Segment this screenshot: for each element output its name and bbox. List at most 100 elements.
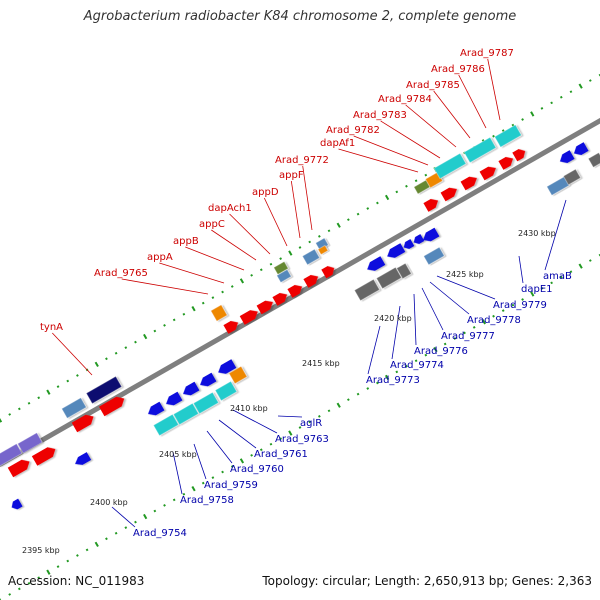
- reverse-gene-arrow: [573, 142, 589, 156]
- gene-block: [463, 136, 497, 164]
- tick-dot: [172, 318, 176, 322]
- leader-line: [111, 506, 136, 528]
- forward-gene-arrow: [423, 198, 439, 212]
- tick-label: 2405 kbp: [159, 450, 197, 459]
- tick-dot: [211, 476, 215, 479]
- forward-gene-arrow: [7, 459, 30, 478]
- tick-dot: [76, 554, 79, 557]
- gene-label-forward: Arad_9765: [94, 268, 148, 279]
- forward-gene-arrow: [303, 274, 319, 288]
- forward-gene-arrow: [71, 414, 94, 433]
- leader-line: [421, 287, 444, 331]
- tick-dot: [259, 268, 263, 272]
- tick-dot: [46, 389, 51, 395]
- gene-block: [396, 262, 412, 280]
- tick-dot: [221, 290, 224, 294]
- tick-dot: [540, 287, 544, 290]
- tick-label: 2395 kbp: [22, 546, 60, 555]
- tick-dot: [191, 306, 196, 312]
- reverse-gene-arrow: [367, 256, 386, 271]
- tick-dot: [414, 179, 418, 183]
- tick-dot: [347, 218, 350, 222]
- tick-dot: [288, 250, 293, 256]
- gene-label-forward: appC: [199, 219, 225, 230]
- leader-line: [218, 419, 257, 449]
- tick-dot: [384, 194, 390, 201]
- tick-dot: [124, 346, 128, 350]
- leader-line: [172, 451, 183, 495]
- tick-dot: [230, 285, 234, 288]
- gene-block: [587, 152, 600, 168]
- tick-label: 2420 kbp: [374, 314, 412, 323]
- tick-dot: [550, 101, 553, 105]
- tick-dot: [395, 370, 399, 374]
- reverse-gene-arrow: [166, 391, 183, 406]
- gene-block: [214, 380, 238, 402]
- tick-dot: [327, 409, 331, 413]
- tick-label: 2430 kbp: [518, 229, 556, 238]
- gene-label-reverse: Arad_9754: [133, 528, 187, 539]
- tick-dot: [37, 396, 41, 400]
- tick-dot: [588, 79, 592, 82]
- gene-block: [563, 168, 581, 186]
- leader-line: [405, 104, 457, 148]
- leader-line: [159, 262, 225, 284]
- tick-dot: [366, 207, 370, 210]
- tick-dot: [414, 359, 418, 363]
- leader-line: [121, 278, 209, 295]
- gene-labels: tynAArad_9765appAappBappCdapAch1appDappF…: [40, 48, 572, 539]
- gene-block: [276, 269, 292, 283]
- gene-block: [494, 124, 522, 148]
- tick-dot: [521, 298, 524, 301]
- tick-dot: [94, 361, 99, 368]
- reverse-gene-arrow: [218, 359, 237, 374]
- tick-dot: [134, 520, 137, 524]
- gene-label-forward: Arad_9786: [431, 64, 485, 75]
- leader-line: [353, 135, 429, 166]
- forward-gene-arrow: [498, 156, 514, 170]
- tick-dot: [153, 329, 157, 333]
- gene-block: [433, 152, 467, 180]
- gene-label-reverse: dapE1: [521, 284, 553, 295]
- tick-dot: [559, 275, 563, 279]
- leader-line: [436, 275, 496, 300]
- reverse-gene-arrow: [200, 372, 217, 387]
- forward-gene-arrow: [321, 266, 335, 279]
- gene-label-forward: Arad_9787: [460, 48, 514, 59]
- tick-dot: [221, 470, 224, 474]
- tick-dot: [501, 309, 505, 313]
- map-title: Agrobacterium radiobacter K84 chromosome…: [83, 9, 517, 24]
- tick-dot: [347, 398, 350, 402]
- tick-dot: [85, 548, 89, 552]
- tick-dot: [598, 73, 600, 77]
- tick-dot: [288, 430, 293, 436]
- tick-dot: [56, 565, 60, 568]
- tick-dot: [395, 190, 399, 194]
- tick-dot: [76, 374, 79, 377]
- tick-dot: [472, 325, 476, 329]
- forward-gene-arrow: [223, 320, 239, 334]
- tick-dot: [201, 301, 205, 305]
- tick-dot: [317, 415, 321, 418]
- tick-label: 2400 kbp: [90, 498, 128, 507]
- leader-line: [391, 305, 401, 360]
- forward-gene-arrow: [272, 292, 288, 306]
- leader-line: [487, 58, 501, 121]
- gene-label-forward: dapAch1: [208, 203, 252, 214]
- tick-dot: [588, 259, 592, 262]
- tick-dot: [191, 486, 196, 492]
- leader-line: [229, 213, 271, 255]
- tick-dot: [46, 569, 51, 575]
- tick-dot: [56, 385, 60, 388]
- tick-dot: [114, 351, 118, 355]
- forward-gene-arrow: [479, 166, 496, 181]
- leader-line: [380, 120, 441, 159]
- tick-dot: [424, 173, 428, 177]
- leader-line: [544, 199, 567, 271]
- tick-dot: [259, 448, 263, 452]
- tick-dot: [317, 235, 321, 238]
- label-leaders: [52, 58, 567, 528]
- tick-dot: [540, 107, 544, 110]
- reverse-gene-arrow: [387, 243, 406, 258]
- gene-label-forward: appA: [147, 252, 173, 263]
